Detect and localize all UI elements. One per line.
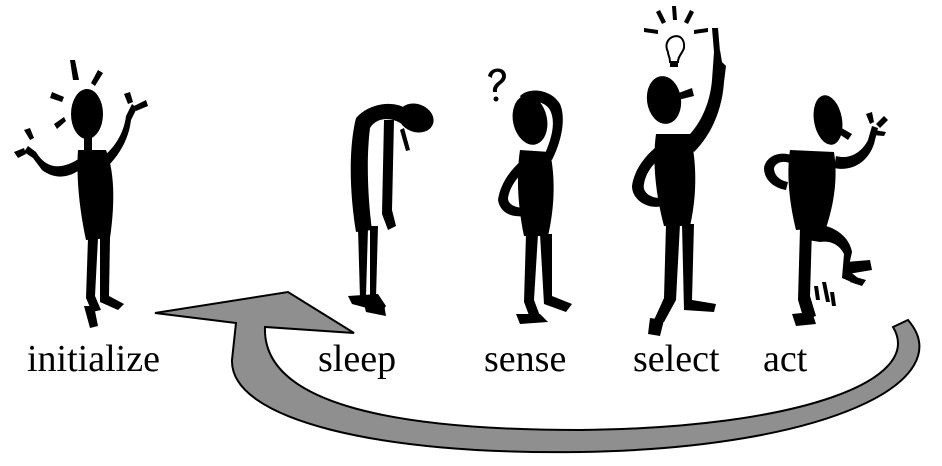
step-label-select: select	[633, 338, 720, 380]
step-label-sense: sense	[484, 338, 567, 380]
running-figure-icon	[764, 95, 888, 326]
loop-arrow	[154, 290, 921, 454]
puzzled-figure-icon	[488, 68, 572, 324]
step-label-initialize: initialize	[27, 338, 160, 380]
step-label-sleep: sleep	[318, 338, 397, 380]
idea-figure-icon	[632, 6, 726, 336]
step-label-act: act	[763, 338, 808, 380]
sleeping-figure-icon	[348, 103, 434, 316]
excited-figure-icon	[14, 60, 148, 328]
